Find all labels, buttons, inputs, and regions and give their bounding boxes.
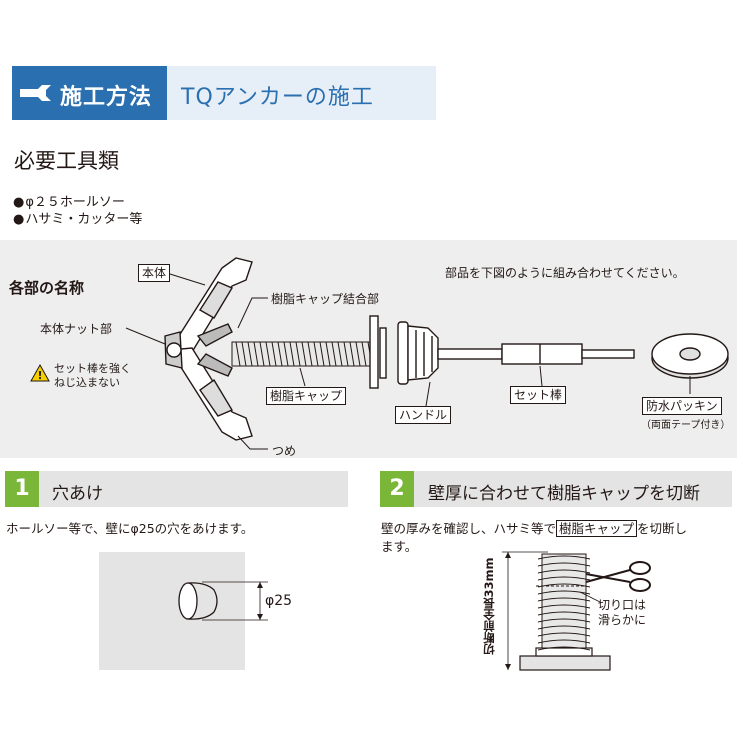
washer-plate (369, 315, 379, 389)
thread-line (253, 341, 259, 367)
tool-item-label: φ２５ホールソー (25, 195, 125, 210)
thread-line (307, 341, 313, 367)
step1-title: 穴あけ (52, 484, 103, 504)
cut-note-line2: 滑らかに (598, 613, 647, 627)
label-set-rod: セット棒 (510, 386, 567, 404)
screw-thread (537, 562, 591, 567)
tool-item: ハサミ・カッター等 (13, 208, 142, 227)
screw-thread (537, 604, 591, 609)
thread-line (235, 341, 241, 367)
screw-thread (537, 590, 591, 595)
cut-diagram (502, 551, 611, 671)
label-packing: 防水パッキン (642, 397, 722, 415)
thread-line (319, 341, 325, 367)
header-title: TQアンカーの施工 (181, 85, 374, 110)
thread-line (343, 341, 349, 367)
thread-line (349, 341, 355, 367)
tools-title: 必要工具類 (14, 149, 119, 173)
label-body: 本体 (138, 264, 171, 282)
screw-thread (537, 639, 591, 644)
thread-line (301, 341, 307, 367)
label-handle: ハンドル (395, 406, 452, 424)
handle-illustration (397, 321, 439, 385)
thread-line (241, 341, 247, 367)
svg-text:!: ! (37, 369, 42, 382)
cut-note-line1: 切り口は (598, 598, 647, 612)
cut-note-leader (579, 591, 601, 603)
screw-thread (537, 569, 591, 574)
header-category: 施工方法 (60, 85, 153, 110)
step2-bar (380, 471, 732, 507)
step2-description-pre: 壁の厚みを確認し、ハサミ等で (381, 521, 557, 536)
label-warning-line1: セット棒を強く (54, 362, 131, 375)
tool-item: φ２５ホールソー (13, 191, 125, 210)
thread-line (325, 341, 331, 367)
screw-thread (537, 625, 591, 630)
thread-line (247, 341, 253, 367)
step2-number: 2 (380, 471, 414, 507)
thread-line (361, 341, 367, 367)
label-body-nut: 本体ナット部 (40, 322, 113, 336)
step2-description-line2: ます。 (381, 539, 418, 554)
thread-line (289, 341, 295, 367)
leader-lines (125, 273, 691, 450)
label-claw: つめ (272, 444, 297, 458)
set-rod-illustration (437, 343, 635, 365)
washer-plate (379, 327, 387, 379)
hole-dimension: φ25 (265, 593, 293, 609)
step1-number: 1 (5, 471, 39, 507)
step2-description-post: を切断し (637, 521, 688, 536)
thread-line (337, 341, 343, 367)
step2-title: 壁厚に合わせて樹脂キャップを切断 (428, 484, 700, 504)
thread-line (283, 341, 289, 367)
thread-line (271, 341, 277, 367)
label-resin-cap: 樹脂キャップ (266, 387, 347, 405)
step2-description: 壁の厚みを確認し、ハサミ等で樹脂キャップを切断し (381, 518, 687, 537)
thread-line (355, 341, 361, 367)
hole-illustration (178, 581, 268, 621)
label-cap-joint: 樹脂キャップ結合部 (271, 292, 380, 306)
anchor-body-illustration (164, 257, 253, 441)
step2-dimension-label: 切断前全長33mm (482, 558, 496, 656)
step1-description: ホールソー等で、壁にφ25の穴をあけます。 (6, 521, 254, 536)
step1-bar (5, 471, 348, 507)
thread-line (259, 341, 265, 367)
step2-description-boxed: 樹脂キャップ (556, 520, 638, 537)
packing-illustration (651, 333, 729, 379)
parts-instruction: 部品を下図のように組み合わせてください。 (445, 266, 685, 280)
parts-diagram: ! (30, 257, 729, 450)
tool-item-label: ハサミ・カッター等 (25, 212, 143, 227)
label-packing-note: （両面テープ付き） (641, 420, 731, 431)
label-warning-line2: ねじ込まない (54, 376, 120, 389)
screw-thread (537, 618, 591, 623)
thread-line (265, 341, 271, 367)
thread-line (331, 341, 337, 367)
wall-panel (99, 552, 245, 670)
thread-line (277, 341, 283, 367)
warning-triangle-icon: ! (30, 363, 50, 382)
thread-line (313, 341, 319, 367)
thread-line (295, 341, 301, 367)
screw-thread (537, 646, 591, 651)
screw-thread (537, 611, 591, 616)
wrench-icon (20, 85, 51, 101)
resin-cap-illustration (231, 341, 375, 367)
screw-thread (537, 555, 591, 560)
screw-thread (537, 632, 591, 637)
parts-title: 各部の名称 (9, 279, 85, 297)
screw-thread (537, 597, 591, 602)
scissors-icon (585, 561, 651, 592)
screw-thread (537, 576, 591, 581)
